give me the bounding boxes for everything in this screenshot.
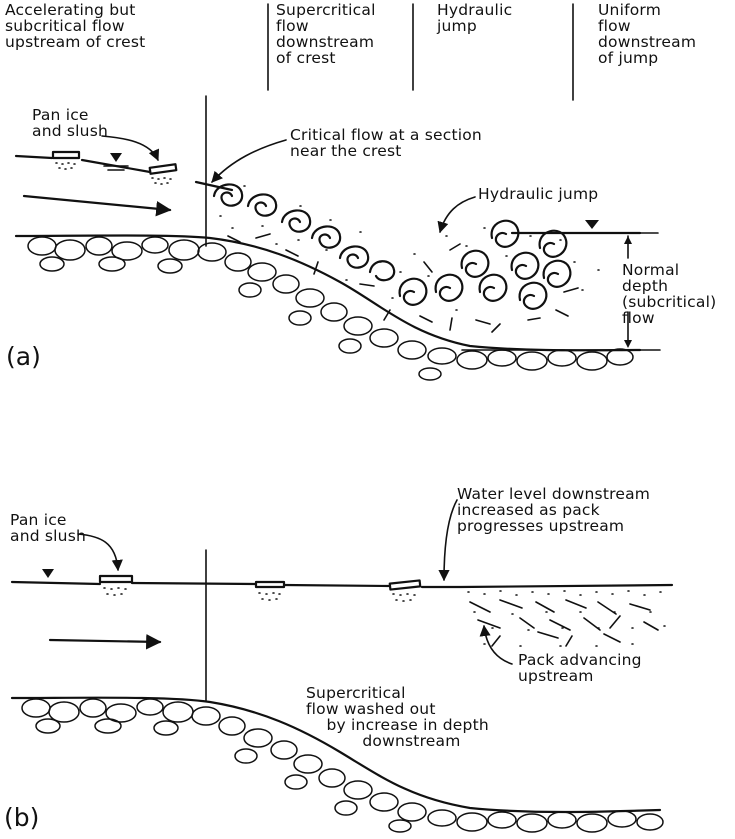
ice-pan-icon: [150, 164, 177, 184]
ice-pan-icon: [390, 580, 420, 601]
water-surface-marker-icon: [42, 569, 54, 578]
header-dividers: [268, 4, 573, 100]
ice-pack: [468, 591, 665, 646]
panel-b-channel-bed: [12, 698, 663, 832]
eddy-swirl-icon: [214, 184, 599, 332]
panel-a-water-surface: [16, 156, 658, 233]
ice-pan-icon: [100, 576, 132, 595]
arrow-right-icon: [24, 196, 170, 210]
arrow-right-icon: [50, 640, 160, 642]
water-surface-marker-icon: [104, 153, 599, 229]
ice-pan-icon: [256, 582, 284, 600]
ice-pan-icon: [53, 152, 79, 169]
panel-a-channel-bed: [16, 236, 640, 381]
